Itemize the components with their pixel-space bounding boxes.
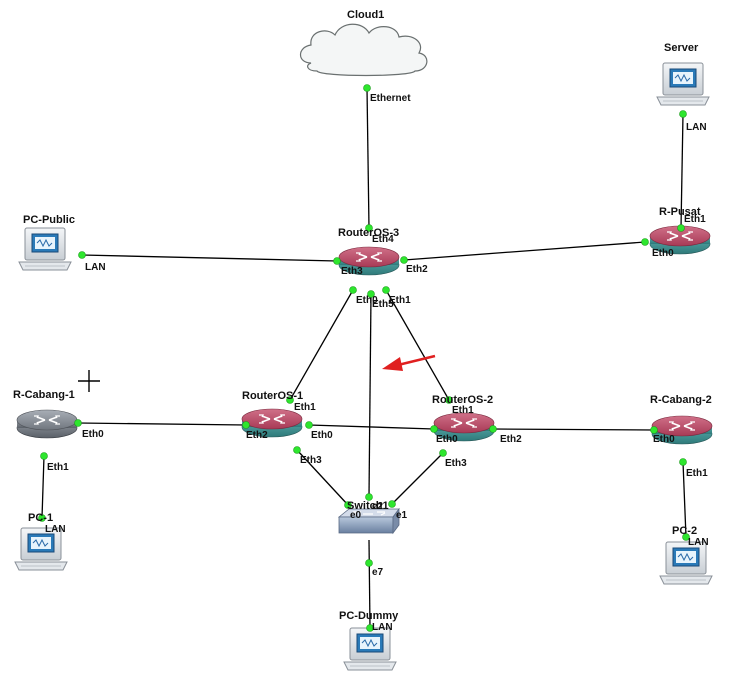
port-label: LAN: [688, 537, 709, 548]
port-dot: [641, 238, 649, 246]
link-server-rpusat: [680, 113, 684, 229]
port-label: e7: [372, 567, 384, 578]
port-label: Eth0: [436, 434, 458, 445]
port-dot: [38, 514, 46, 522]
port-dot: [286, 396, 294, 404]
red-arrow-annotation: [382, 354, 436, 371]
port-dot: [242, 421, 250, 429]
node-label-cloud1: Cloud1: [347, 9, 385, 21]
port-label: Eth1: [452, 405, 474, 416]
link-pcpublic-ros3: [81, 254, 338, 262]
port-label: Eth0: [311, 430, 333, 441]
node-label-pc-public: PC-Public: [23, 214, 75, 226]
port-label: e0: [350, 510, 362, 521]
port-dot: [679, 110, 687, 118]
link-ros2-rc2: [492, 428, 655, 431]
port-dot: [365, 559, 373, 567]
link-ros3-switch: [368, 293, 372, 498]
port-label: Eth0: [653, 434, 675, 445]
port-dot: [366, 624, 374, 632]
port-dot: [388, 500, 396, 508]
port-label: Eth3: [445, 458, 467, 469]
link-cloud-ros3: [366, 87, 370, 229]
port-dot: [677, 224, 685, 232]
computer-icon[interactable]: [18, 227, 72, 271]
port-dot: [367, 290, 375, 298]
port-dot: [445, 396, 453, 404]
node-label-r-pusat: R-Pusat: [659, 206, 701, 218]
port-label: LAN: [85, 262, 106, 273]
port-label: Eth2: [406, 264, 428, 275]
port-dot: [650, 426, 658, 434]
port-label: Eth3: [341, 266, 363, 277]
port-label: e1: [396, 510, 408, 521]
node-label-pc-1: PC-1: [28, 512, 54, 524]
node-label-pc-2: PC-2: [672, 525, 698, 537]
port-dot: [78, 251, 86, 259]
port-label: Eth5: [372, 299, 394, 310]
node-label-server: Server: [664, 42, 699, 54]
computer-icon[interactable]: [659, 541, 713, 585]
port-label: Eth1: [686, 468, 708, 479]
link-ros3-rpusat: [403, 241, 646, 261]
port-label: Eth2: [500, 434, 522, 445]
link-switch-pcdummy: [368, 539, 371, 629]
node-label-r-cabang-1: R-Cabang-1: [13, 389, 75, 401]
switch-icon[interactable]: [337, 507, 400, 535]
node-label-routeros-1: RouterOS-1: [242, 390, 304, 402]
link-rc1-pc1: [41, 455, 45, 519]
port-dot: [365, 493, 373, 501]
port-dot: [40, 452, 48, 460]
port-dot: [349, 286, 357, 294]
port-label: Eth1: [47, 462, 69, 473]
port-label: Eth0: [356, 295, 378, 306]
node-label-switch1: Switch1: [347, 500, 389, 512]
port-dot: [682, 533, 690, 541]
port-label: Ethernet: [370, 93, 411, 104]
link-ros2-switch: [391, 452, 444, 505]
port-label: Eth1: [389, 295, 411, 306]
node-label-routeros-3: RouterOS-3: [338, 227, 400, 239]
port-dot: [333, 257, 341, 265]
link-rc1-ros1: [77, 422, 247, 426]
node-label-r-cabang-2: R-Cabang-2: [650, 394, 712, 406]
link-rc2-pc2: [682, 461, 687, 538]
port-label: LAN: [45, 524, 66, 535]
link-ros1-switch: [296, 449, 349, 506]
port-label: LAN: [686, 122, 707, 133]
router-icon[interactable]: [16, 409, 78, 439]
port-label: Eth1: [294, 402, 316, 413]
port-dot: [400, 256, 408, 264]
node-label-pc-dummy: PC-Dummy: [339, 610, 399, 622]
port-label: LAN: [372, 622, 393, 633]
node-label-routeros-2: RouterOS-2: [432, 394, 494, 406]
port-dot: [74, 419, 82, 427]
link-ros1-ros2: [308, 424, 435, 430]
port-label: Eth0: [652, 248, 674, 259]
computer-icon[interactable]: [343, 627, 397, 671]
link-ros3-ros1: [289, 289, 354, 401]
port-dot: [365, 224, 373, 232]
computer-icon[interactable]: [656, 62, 710, 106]
port-dot: [439, 449, 447, 457]
port-label: Eth3: [300, 455, 322, 466]
port-dot: [679, 458, 687, 466]
port-dot: [489, 425, 497, 433]
port-dot: [344, 501, 352, 509]
port-label: e2: [372, 501, 384, 512]
port-label: Eth0: [82, 429, 104, 440]
port-dot: [430, 425, 438, 433]
port-label: Eth1: [684, 214, 706, 225]
port-dot: [305, 421, 313, 429]
port-label: Eth2: [246, 430, 268, 441]
crosshair-cursor: [78, 370, 100, 392]
port-dot: [293, 446, 301, 454]
port-label: Eth4: [372, 234, 394, 245]
port-dot: [363, 84, 371, 92]
cloud-icon[interactable]: [299, 23, 428, 77]
link-ros3-ros2: [385, 289, 450, 401]
port-dot: [382, 286, 390, 294]
